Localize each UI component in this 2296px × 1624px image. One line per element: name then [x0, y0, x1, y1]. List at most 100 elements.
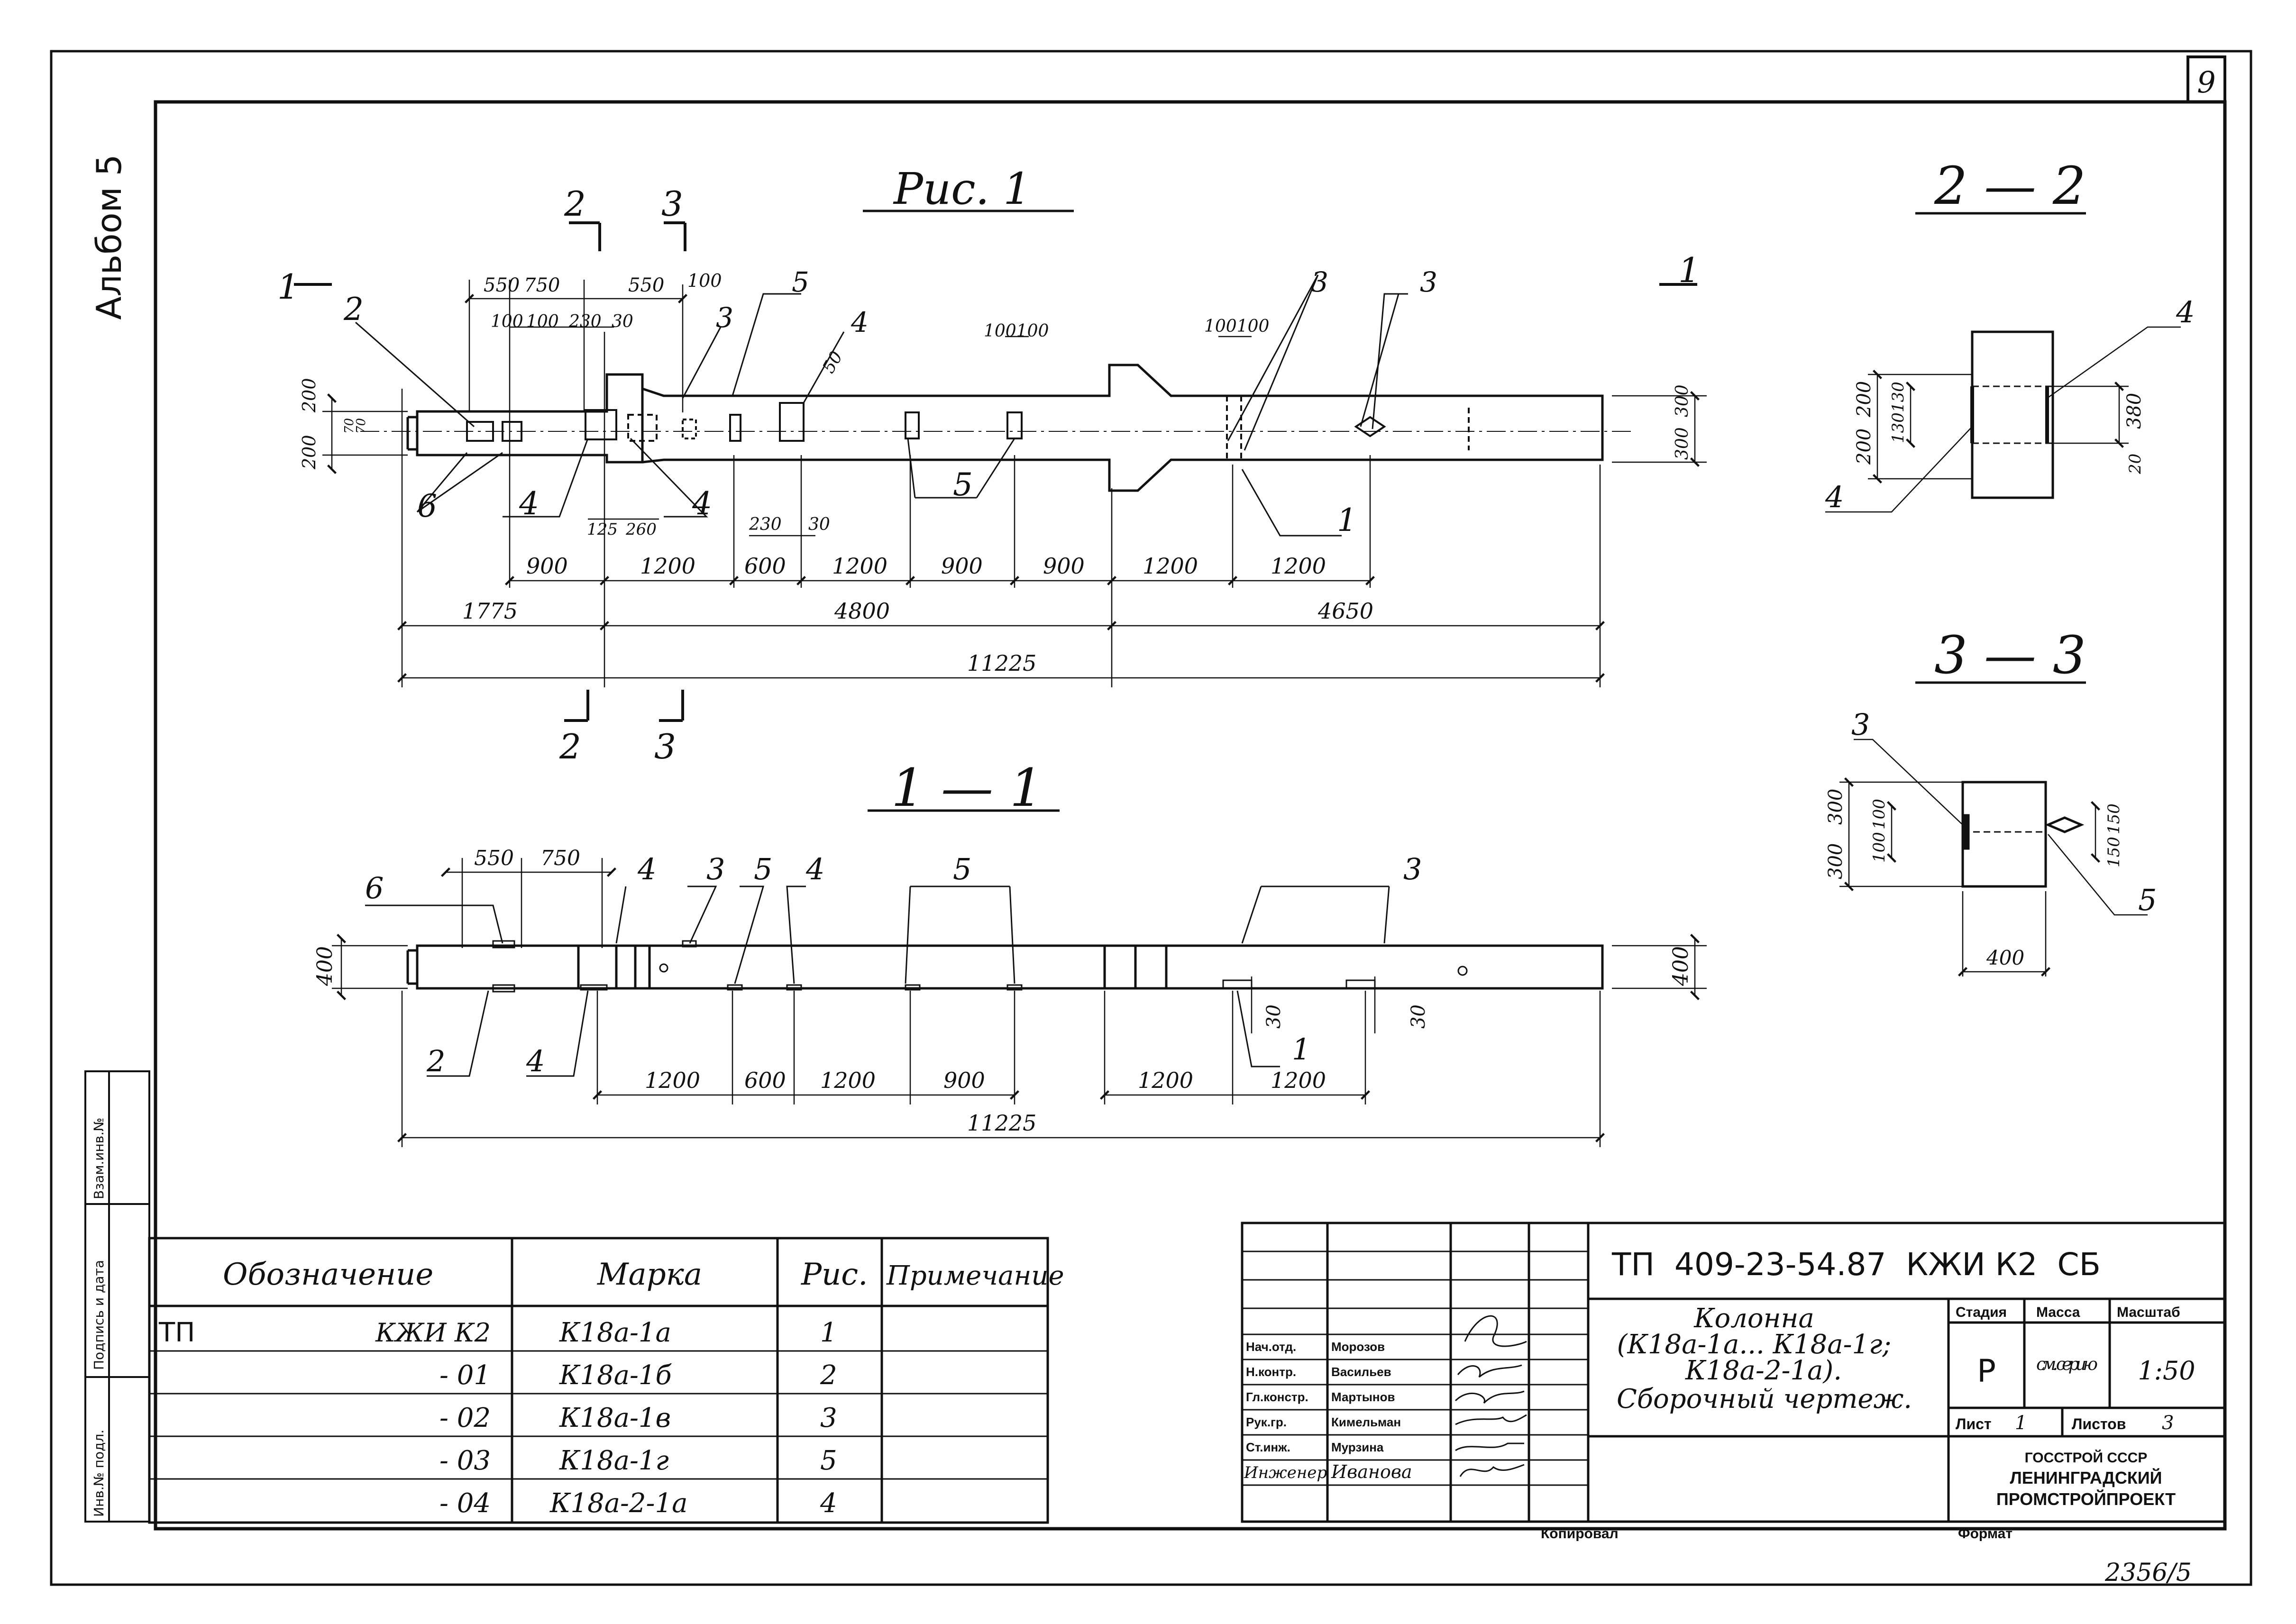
fig1-callout-3c: 3: [1420, 266, 1437, 298]
staff-role-0: Нач.отд.: [1246, 1340, 1296, 1354]
staff-role-5: Инженер: [1244, 1463, 1327, 1482]
fig1-top-dim-lines: [465, 294, 1252, 338]
spec-row-3-code: - 03: [439, 1445, 491, 1476]
spec-row-3-mark: К18а-1г: [559, 1445, 669, 1476]
fig1-title: Рис. 1: [893, 164, 1031, 214]
sec11-callout-1: 1: [1292, 1032, 1310, 1067]
fig1-dim-left-200b: 200: [299, 435, 320, 470]
sec33-title: 3 — 3: [1934, 625, 2086, 685]
copied-label: Копировал: [1541, 1526, 1619, 1542]
spec-row-0-mark: К18а-1а: [559, 1317, 671, 1348]
fig1-dim-260: 260: [625, 520, 657, 539]
fig1-mark-2-bottom: 2: [559, 727, 581, 766]
spec-table: Обозначение Марка Рис. Примечание ТП КЖИ…: [148, 1237, 1064, 1524]
sec33-callout-5: 5: [2138, 883, 2157, 917]
stamp-bottom-number: 2356/5: [2104, 1559, 2192, 1587]
org-line-1: ЛЕНИНГРАДСКИЙ: [2010, 1468, 2162, 1487]
sec33-dim-300a: 300: [1825, 789, 1847, 825]
fig1-callout-4b: 4: [692, 485, 712, 522]
fig1-callout-1: 1: [1337, 502, 1357, 538]
fig1-dim-100b: 100: [491, 312, 523, 331]
album-label: Альбом 5: [89, 154, 129, 319]
section-1-1: 1 — 1: [313, 757, 1707, 1147]
staff-name-0: Морозов: [1331, 1340, 1385, 1354]
sec22-title: 2 — 2: [1934, 155, 2086, 216]
sec11-chain-4: 1200: [1138, 1067, 1193, 1093]
fig1-dim-100100-mid: 100100: [984, 321, 1049, 341]
fig1-chain1-7: 1200: [1271, 553, 1326, 579]
sec11-dim-30a: 30: [1263, 1004, 1285, 1029]
fig1-chain1-1: 1200: [640, 553, 695, 579]
spec-row-3-fig: 5: [820, 1445, 837, 1476]
fig1-dim-750: 750: [524, 274, 560, 296]
fig1-dim-550b: 550: [628, 274, 664, 296]
spec-header-mark: Марка: [597, 1257, 702, 1292]
fig1-embedded-parts: [466, 396, 1470, 460]
fig1-callout-3a: 3: [716, 301, 733, 334]
fig1-chain2-2: 4650: [1317, 598, 1373, 624]
sec11-chain-2: 1200: [820, 1067, 876, 1093]
spec-row-0-code: КЖИ К2: [375, 1318, 491, 1348]
sec11-callout-5b: 5: [953, 852, 971, 886]
sec11-chain-3: 900: [943, 1067, 985, 1093]
staff-name-2: Мартынов: [1331, 1390, 1395, 1404]
fig1-dim-right-300b: 300: [1673, 384, 1692, 417]
fig1-mark-1-left: 1: [277, 267, 299, 307]
sec11-dim-lines: [332, 858, 1707, 1147]
sheets-label: Листов: [2072, 1415, 2126, 1432]
spec-row-0-prefix: ТП: [158, 1317, 195, 1348]
sec22-dim-130b: 130: [1889, 412, 1908, 443]
sec33-dim-300b: 300: [1825, 843, 1847, 879]
sec11-leaders: [365, 885, 1390, 1077]
sec11-column-outline: [406, 944, 1604, 990]
fig1-column-outline: [406, 364, 1604, 492]
section-3-3: 3 — 3 300 300 100 100 150 150 400 3 5: [1825, 625, 2157, 976]
sec22-dim-130a: 130: [1889, 382, 1908, 412]
sec11-callout-3b: 3: [1403, 852, 1422, 886]
scale-label: Масштаб: [2117, 1305, 2180, 1320]
fig1-extension-lines: [401, 280, 1601, 687]
side-stamp-sign: Подпись и дата: [91, 1260, 107, 1370]
spec-header-note: Примечание: [886, 1260, 1064, 1291]
sec11-chain-5: 1200: [1271, 1067, 1326, 1093]
fig1-leaders: [355, 274, 1408, 537]
sec33-dim-400: 400: [1986, 946, 2024, 969]
sec33-dim-100a: 100: [1870, 799, 1889, 830]
staff-role-1: Н.контр.: [1246, 1365, 1296, 1379]
sec33-dim-150b: 150: [2104, 837, 2123, 867]
title-block: ТП 409-23-54.87 КЖИ К2 СБ Колонна (К18а-…: [1241, 1222, 2226, 1523]
fig1-chain1-4: 900: [941, 553, 983, 579]
sec11-embedded-parts: [492, 940, 1468, 993]
sec33-outline: [1961, 781, 2085, 888]
fig1-dim-left-200a: 200: [299, 378, 320, 413]
fig1-callout-2: 2: [343, 291, 364, 328]
sec11-dim-750: 750: [540, 846, 580, 870]
sec11-callout-3a: 3: [706, 852, 725, 886]
fig1-dim-230: 230: [568, 312, 602, 331]
sec11-dim-left-400: 400: [313, 946, 337, 986]
fig1-mark-1-right: 1: [1678, 250, 1700, 290]
sec22-dim-20: 20: [2126, 454, 2145, 474]
fig1-mark-3-bottom: 3: [654, 727, 676, 766]
fig1-dim-right-300a: 300: [1673, 427, 1692, 460]
format-label: Формат: [1958, 1526, 2012, 1542]
side-stamp-replace: Взам.инв.№: [91, 1118, 107, 1199]
spec-row-1-code: - 01: [439, 1360, 491, 1391]
staff-name-4: Мурзина: [1331, 1440, 1384, 1454]
fig1-mark-3-top: 3: [661, 184, 683, 224]
fig1-dim-100a: 100: [687, 270, 722, 291]
fig1-chain2-1: 4800: [834, 598, 890, 624]
fig1-callout-5a: 5: [792, 266, 809, 298]
fig1-section-marks: [294, 221, 1697, 722]
fig1-chain1-6: 1200: [1143, 553, 1198, 579]
stage-label: Стадия: [1956, 1305, 2007, 1320]
title-name-line-3: Сборочный чертеж.: [1617, 1384, 1912, 1414]
sec33-dim-150a: 150: [2104, 803, 2123, 834]
spec-header-fig: Рис.: [801, 1257, 868, 1292]
fig1-chain1-2: 600: [744, 553, 786, 579]
mass-label: Масса: [2036, 1305, 2080, 1320]
sec33-callout-3: 3: [1851, 707, 1870, 742]
fig1-chain1-5: 900: [1043, 553, 1085, 579]
fig1-side-dim-lines: [322, 391, 1707, 474]
